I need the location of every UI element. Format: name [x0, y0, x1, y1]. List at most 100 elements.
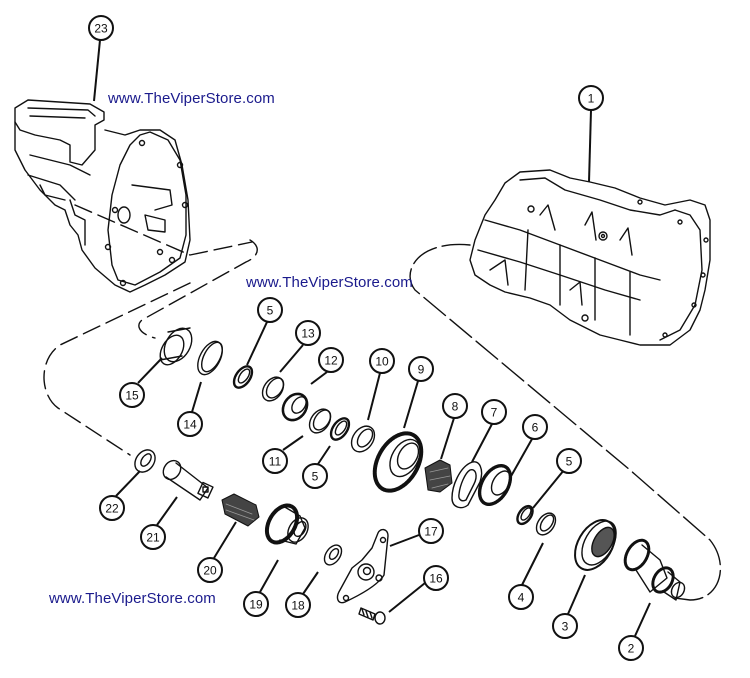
callout-label: 5: [312, 470, 319, 484]
callout-label: 7: [491, 406, 498, 420]
callout-circle: [578, 85, 604, 111]
part-9-gear: [372, 431, 424, 493]
callout-circle: [442, 393, 468, 419]
callout-3-synchronizer: 3: [552, 613, 578, 639]
callout-circle: [522, 414, 548, 440]
part-2-shaft: [623, 538, 686, 601]
part-10-thrust-washer: [350, 425, 376, 453]
callout-16-bolt: 16: [423, 565, 449, 591]
callout-circle: [285, 592, 311, 618]
part-20-needle-bearing: [221, 493, 260, 527]
callout-circle: [508, 584, 534, 610]
part-14-snap-ring: [197, 340, 224, 376]
callout-circle: [140, 524, 166, 550]
callout-label: 18: [291, 599, 305, 613]
part-16-bolt: [358, 607, 386, 625]
part-23-extension-housing: [14, 99, 191, 293]
callout-circle: [177, 411, 203, 437]
callout-circle: [99, 495, 125, 521]
callout-circle: [408, 356, 434, 382]
callout-label: 3: [562, 620, 569, 634]
callout-10-thrust-washer: 10: [369, 348, 395, 374]
callout-20-needle-bearing: 20: [197, 557, 223, 583]
callout-circle: [257, 297, 283, 323]
part-8-needle-bearing: [424, 459, 453, 493]
callout-label: 20: [203, 564, 217, 578]
callout-circle: [556, 448, 582, 474]
callout-circle: [423, 565, 449, 591]
callout-label: 12: [324, 354, 338, 368]
callout-label: 23: [94, 22, 108, 36]
callout-1-transmission-case: 1: [578, 85, 604, 111]
callout-circle: [618, 635, 644, 661]
watermark-middle: www.TheViperStore.com: [246, 274, 413, 291]
part-1-transmission-case: [469, 169, 711, 346]
callout-label: 13: [301, 327, 315, 341]
part-18-washer: [323, 544, 343, 566]
callout-circle: [295, 320, 321, 346]
callout-22-washer: 22: [99, 495, 125, 521]
callout-circle: [481, 399, 507, 425]
callout-15-bearing-cup: 15: [119, 382, 145, 408]
callout-19-reverse-idler-gear: 19: [243, 591, 269, 617]
callout-label: 4: [518, 591, 525, 605]
callout-7-oil-slinger: 7: [481, 399, 507, 425]
part-6-gear: [477, 463, 513, 507]
callout-label: 22: [105, 502, 119, 516]
assembly-path-upper: [74, 204, 253, 256]
callout-label: 1: [588, 92, 595, 106]
watermark-top: www.TheViperStore.com: [108, 90, 275, 107]
callout-circle: [119, 382, 145, 408]
leader-lines: [93, 39, 651, 637]
assembly-path-right: [409, 243, 721, 601]
callout-label: 21: [146, 531, 160, 545]
part-11-bearing-race: [308, 408, 332, 434]
callout-circle: [197, 557, 223, 583]
part-7-oil-slinger: [451, 461, 483, 509]
callout-circle: [418, 518, 444, 544]
callout-18-washer: 18: [285, 592, 311, 618]
part-17-bracket: [336, 528, 389, 604]
callout-label: 6: [532, 421, 539, 435]
callout-21-shaft: 21: [140, 524, 166, 550]
callout-label: 15: [125, 389, 139, 403]
callout-circle: [262, 448, 288, 474]
part-12-roller-bearing: [281, 392, 309, 422]
callout-5-thrust-washer: 5: [257, 297, 283, 323]
assembly-path-left: [43, 239, 258, 456]
callout-4-washer: 4: [508, 584, 534, 610]
callout-label: 8: [452, 400, 459, 414]
callout-label: 16: [429, 572, 443, 586]
callout-8-needle-bearing: 8: [442, 393, 468, 419]
callout-11-bearing-race: 11: [262, 448, 288, 474]
part-3-synchronizer: [574, 519, 617, 571]
part-13-bearing-race: [261, 376, 285, 402]
callout-2-shaft: 2: [618, 635, 644, 661]
callout-9-gear: 9: [408, 356, 434, 382]
part-5-thrust-washer-top: [232, 365, 254, 389]
callout-circle: [243, 591, 269, 617]
callout-circle: [552, 613, 578, 639]
callout-14-snap-ring: 14: [177, 411, 203, 437]
callout-label: 2: [628, 642, 635, 656]
callout-label: 9: [418, 363, 425, 377]
callout-12-roller-bearing: 12: [318, 347, 344, 373]
callout-circle: [88, 15, 114, 41]
callout-label: 11: [269, 455, 282, 469]
callout-circle: [302, 463, 328, 489]
part-15-bearing-cup: [159, 327, 193, 366]
callout-label: 5: [267, 304, 274, 318]
callout-label: 5: [566, 455, 573, 469]
part-5-thrust-washer-middle: [329, 417, 351, 441]
callout-label: 17: [424, 525, 438, 539]
part-19-reverse-idler-gear: [264, 503, 309, 545]
callout-label: 10: [375, 355, 389, 369]
part-5-thrust-washer-right: [516, 504, 534, 526]
callout-5-thrust-washer: 5: [556, 448, 582, 474]
callout-label: 19: [249, 598, 263, 612]
watermark-bottom: www.TheViperStore.com: [49, 590, 216, 607]
callout-label: 14: [183, 418, 197, 432]
